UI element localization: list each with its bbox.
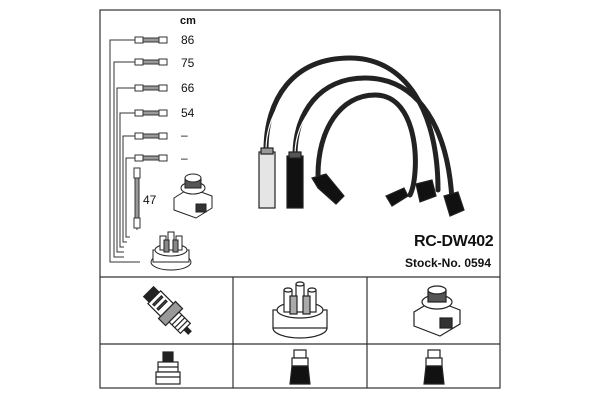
wire-icons [133,36,168,229]
length-label-3: 66 [181,81,195,95]
product-code: RC-DW402 [414,233,494,250]
length-label-1: 86 [181,33,195,47]
length-label-5: – [181,128,188,142]
length-label-6: – [181,151,188,165]
wire-icon-86 [134,36,168,44]
coil-small-icon [173,173,213,219]
wire-icon-blank-2 [134,154,168,162]
boot-white-icon [155,351,181,385]
wire-icon-47 [133,167,141,229]
distributor-cap-icon [272,281,328,339]
wire-icon-blank-1 [134,132,168,140]
boot-black-icon-center [289,349,311,385]
boot-black-icon-right [423,349,445,385]
wire-icon-66 [134,84,168,92]
cable-ends [258,147,465,217]
ignition-coil-icon [413,285,461,337]
length-bracket [109,39,140,263]
distributor-small-icon [150,231,192,271]
spark-plug-icon [142,285,192,335]
length-label-7: 47 [143,193,157,207]
wire-icon-54 [134,109,168,117]
length-label-4: 54 [181,106,195,120]
wire-icon-75 [134,58,168,66]
length-label-2: 75 [181,56,195,70]
cable-set [263,55,455,203]
length-unit: cm [180,15,196,27]
frame-lines [99,9,501,389]
stock-number: Stock-No. 0594 [405,256,492,270]
